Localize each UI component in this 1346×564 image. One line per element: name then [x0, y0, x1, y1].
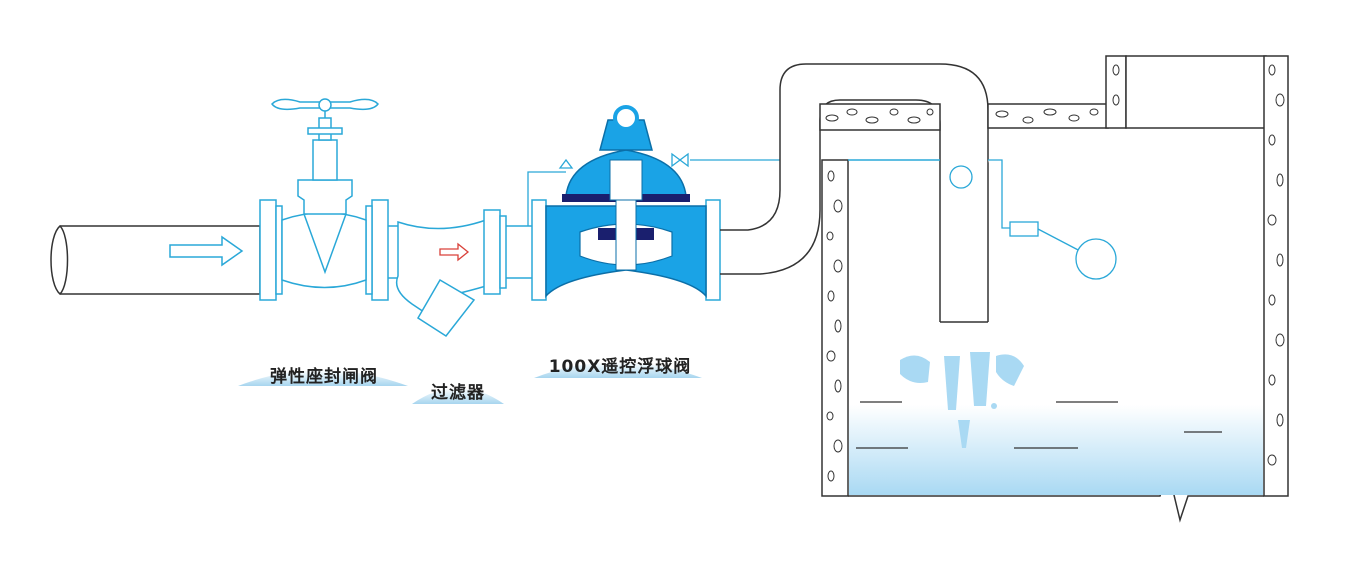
pilot-icon [949, 165, 973, 189]
control-line [527, 152, 780, 226]
tank [819, 55, 1289, 523]
flow-arrow-red-icon [439, 242, 470, 262]
handwheel-icon [271, 98, 379, 112]
float-valve [531, 105, 721, 301]
gate-valve-label: 弹性座封闸阀 [270, 367, 378, 387]
strainer [395, 209, 532, 338]
float-mechanism [949, 159, 1083, 253]
float-valve-label: 100X遥控浮球阀 [548, 357, 692, 377]
outlet-pipe [720, 63, 989, 323]
flow-arrow-icon [169, 235, 244, 267]
gate-valve [259, 104, 389, 301]
strainer-label: 过滤器 [431, 383, 485, 403]
water [849, 352, 1263, 495]
float-ball-icon [1075, 238, 1117, 280]
wall-texture [825, 64, 1285, 482]
label-mounds [238, 362, 702, 404]
